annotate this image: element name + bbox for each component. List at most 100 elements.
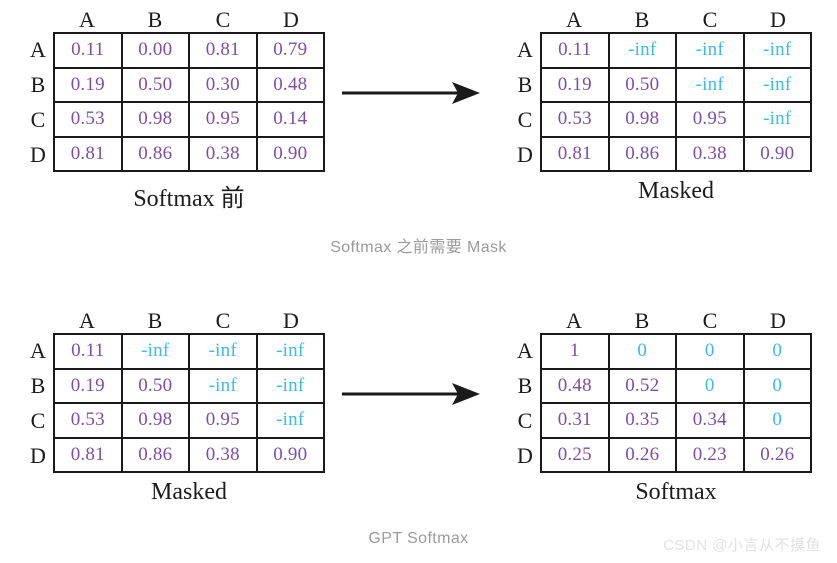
matrix-cell: 0.19	[542, 68, 610, 101]
column-header-c: C	[702, 7, 718, 32]
matrix-cell: 0.90	[744, 137, 810, 170]
row-header-d: D	[30, 442, 46, 468]
section-caption-bottom: GPT Softmax	[368, 530, 469, 547]
matrix-cell: -inf	[190, 335, 258, 368]
matrix-cell: 0.90	[257, 438, 323, 471]
matrix-cell: 0	[677, 369, 745, 402]
matrix-cell: -inf	[677, 68, 745, 101]
matrix-caption: Softmax 前	[133, 186, 245, 212]
matrix-cell: 0.98	[122, 103, 190, 136]
matrix-cell: 0.50	[122, 68, 190, 101]
matrix-cell: 0.48	[542, 369, 610, 402]
matrix-cell: 0.50	[122, 369, 190, 402]
matrix-cell: 0.90	[257, 137, 323, 170]
matrix-cell: 0.38	[190, 438, 258, 471]
matrix-cell: 0.98	[122, 404, 190, 437]
row-header-a: A	[517, 337, 533, 363]
matrix-cell: 0.25	[542, 438, 610, 471]
right-arrow-icon	[342, 383, 480, 405]
matrix-cell: -inf	[257, 335, 323, 368]
matrix-cell: 0.11	[542, 34, 610, 67]
matrix-cell: 0.26	[744, 438, 810, 471]
matrix-cell: 0.95	[190, 103, 258, 136]
matrix-cell: 0.81	[55, 438, 123, 471]
matrix-caption: Masked	[151, 479, 227, 505]
matrix-cell: -inf	[257, 369, 323, 402]
column-header-a: A	[566, 7, 582, 32]
matrix-cell: 0.31	[542, 404, 610, 437]
row-header-b: B	[517, 372, 533, 398]
matrix-cell: 0.81	[55, 137, 123, 170]
matrix-row: 0.11-inf-inf-inf	[55, 335, 323, 370]
matrix-cell: 0.79	[257, 34, 323, 67]
column-header-row: A B C D	[540, 4, 812, 32]
column-header-a: A	[79, 308, 95, 333]
matrix-cell: 0.81	[190, 34, 258, 67]
matrix-cell: 0.86	[122, 137, 190, 170]
matrix-cell: -inf	[190, 369, 258, 402]
matrix-cell: -inf	[122, 335, 190, 368]
matrix-cell: 0.52	[609, 369, 677, 402]
right-arrow-icon	[342, 82, 480, 104]
column-header-c: C	[215, 308, 231, 333]
matrix-cell: 0.86	[609, 137, 677, 170]
matrix-cell: 0.95	[677, 103, 745, 136]
matrix-cell: 0.11	[55, 335, 123, 368]
row-header-a: A	[30, 337, 46, 363]
matrix-cell: 0.26	[609, 438, 677, 471]
matrix-cell: 1	[542, 335, 610, 368]
matrix-cell: 0.30	[190, 68, 258, 101]
matrix-cell: 0.38	[677, 137, 745, 170]
matrix-cell: 0.48	[257, 68, 323, 101]
column-header-c: C	[215, 7, 231, 32]
matrix-cell: 0.95	[190, 404, 258, 437]
row-header-a: A	[30, 36, 46, 62]
matrix-cell: -inf	[744, 68, 810, 101]
matrix-cell: 0.23	[677, 438, 745, 471]
matrix-cell: 0	[744, 369, 810, 402]
column-header-d: D	[283, 308, 299, 333]
row-header-d: D	[517, 442, 533, 468]
matrix-cell: 0.19	[55, 369, 123, 402]
row-header-c: C	[30, 407, 46, 433]
matrix-cell: -inf	[257, 404, 323, 437]
matrix-cell: -inf	[609, 34, 677, 67]
row-header-b: B	[517, 71, 533, 97]
column-header-b: B	[147, 7, 163, 32]
row-header-d: D	[30, 141, 46, 167]
matrix-cell: 0.19	[55, 68, 123, 101]
section-caption-top: Softmax 之前需要 Mask	[330, 239, 507, 256]
matrix-cell: 0	[609, 335, 677, 368]
column-header-b: B	[634, 308, 650, 333]
row-header-b: B	[30, 372, 46, 398]
column-header-b: B	[634, 7, 650, 32]
matrix-cell: 0	[677, 335, 745, 368]
row-header-a: A	[517, 36, 533, 62]
matrix-cell: -inf	[744, 34, 810, 67]
matrix-cell: 0.81	[542, 137, 610, 170]
matrix-caption: Masked	[638, 178, 714, 204]
matrix-cell: 0.38	[190, 137, 258, 170]
matrix-cell: 0.86	[122, 438, 190, 471]
column-header-d: D	[770, 7, 786, 32]
row-header-b: B	[30, 71, 46, 97]
